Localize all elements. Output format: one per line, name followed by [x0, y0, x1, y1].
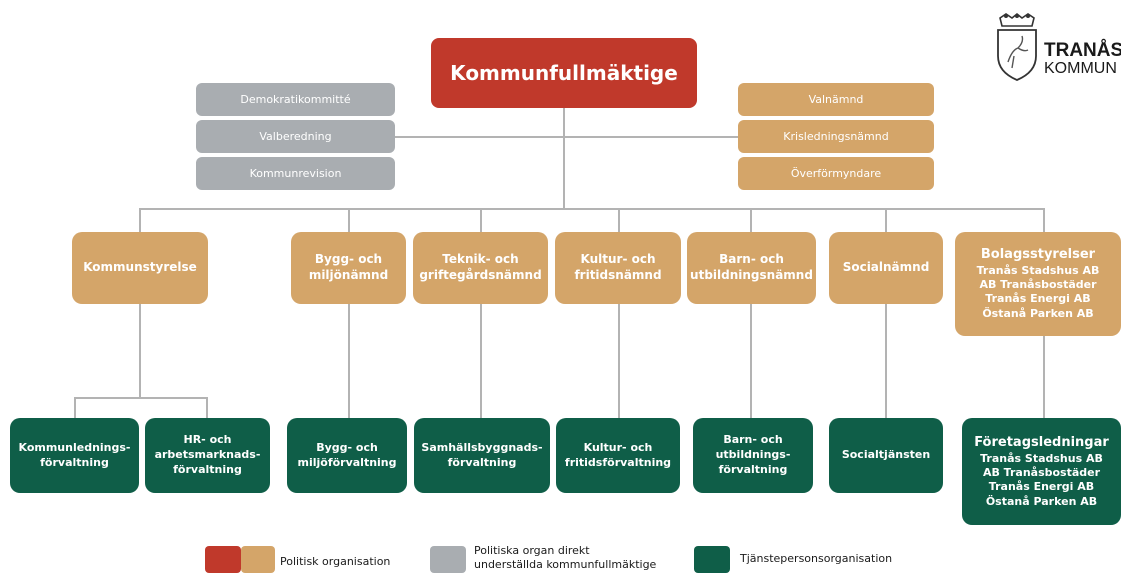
connector-drop-social: [885, 208, 887, 232]
connector-side-bar: [395, 136, 738, 138]
legend-swatch-political: [241, 546, 275, 573]
connector-drop-bygg: [348, 208, 350, 232]
legend-label-political: Politisk organisation: [280, 555, 391, 568]
foretag-item: AB Tranåsbostäder: [982, 465, 1101, 479]
legend-swatch-council: [205, 546, 241, 573]
samhallsbyggnadsforvaltning-box[interactable]: Samhällsbyggnads- förvaltning: [414, 418, 550, 493]
connector-social-down: [885, 304, 887, 418]
connector-drop-bolag: [1043, 208, 1045, 232]
logo-text-line1: TRANÅS: [1044, 40, 1121, 61]
hr-arbetsmarknadsforvaltning-box[interactable]: HR- och arbetsmarknads- förvaltning: [145, 418, 270, 493]
connector-teknik-down: [480, 304, 482, 418]
legend-swatch-staff: [694, 546, 730, 573]
foretag-item: Östanå Parken AB: [985, 494, 1098, 508]
connector-kultur-down: [618, 304, 620, 418]
bolag-item: Östanå Parken AB: [982, 306, 1094, 320]
connector-bygg-down: [348, 304, 350, 418]
legend-label-staff: Tjänstepersonsorganisation: [740, 552, 893, 565]
socialnamnd-box[interactable]: Socialnämnd: [829, 232, 943, 304]
bolag-item: Tranås Energi AB: [985, 292, 1091, 306]
connector-drop-kommunstyrelse: [139, 208, 141, 232]
connector-bolag-down: [1043, 336, 1045, 418]
foretag-item: Tranås Stadshus AB: [980, 451, 1103, 465]
bolagsstyrelser-title: Bolagsstyrelser: [980, 246, 1096, 262]
kommunstyrelse-box[interactable]: Kommunstyrelse: [72, 232, 208, 304]
connector-ks-right: [206, 397, 208, 419]
teknik-griftegardsnamnd-box[interactable]: Teknik- och griftegårdsnämnd: [413, 232, 548, 304]
coat-of-arms-icon: [997, 12, 1037, 81]
connector-ks-split: [74, 397, 208, 399]
kultur-fritidsforvaltning-box[interactable]: Kultur- och fritidsförvaltning: [556, 418, 680, 493]
krisledningsnamnd-box[interactable]: Krisledningsnämnd: [738, 120, 934, 153]
connector-ks-left: [74, 397, 76, 419]
kommunledningsforvaltning-box[interactable]: Kommunlednings- förvaltning: [10, 418, 139, 493]
bolag-item: Tranås Stadshus AB: [976, 263, 1100, 277]
overformyndare-box[interactable]: Överförmyndare: [738, 157, 934, 190]
barn-utbildningsnamnd-box[interactable]: Barn- och utbildningsnämnd: [687, 232, 816, 304]
connector-drop-teknik: [480, 208, 482, 232]
connector-council-trunk: [563, 108, 565, 208]
foretagsledningar-title: Företagsledningar: [974, 435, 1109, 451]
legend-label-direct: Politiska organ direkt underställda komm…: [474, 544, 657, 571]
bygg-miljonamnd-box[interactable]: Bygg- och miljönämnd: [291, 232, 406, 304]
socialtjansten-box[interactable]: Socialtjänsten: [829, 418, 943, 493]
foretagsledningar-box[interactable]: Företagsledningar Tranås Stadshus AB AB …: [962, 418, 1121, 525]
connector-ks-down: [139, 304, 141, 398]
valberedning-box[interactable]: Valberedning: [196, 120, 395, 153]
barn-utbildningsforvaltning-box[interactable]: Barn- och utbildnings- förvaltning: [693, 418, 813, 493]
connector-barn-down: [750, 304, 752, 418]
bolagsstyrelser-box[interactable]: Bolagsstyrelser Tranås Stadshus AB AB Tr…: [955, 232, 1121, 336]
council-box[interactable]: Kommunfullmäktige: [431, 38, 697, 108]
connector-board-bar: [139, 208, 1045, 210]
demokratikommitte-box[interactable]: Demokratikommitté: [196, 83, 395, 116]
tranas-kommun-logo: TRANÅS KOMMUN: [992, 8, 1121, 88]
logo-text-line2: KOMMUN: [1044, 60, 1117, 77]
valnamnd-box[interactable]: Valnämnd: [738, 83, 934, 116]
connector-drop-barn: [750, 208, 752, 232]
kultur-fritidsnamnd-box[interactable]: Kultur- och fritidsnämnd: [555, 232, 681, 304]
bolag-item: AB Tranåsbostäder: [979, 278, 1097, 292]
foretag-item: Tranås Energi AB: [988, 480, 1095, 494]
bygg-miljoforvaltning-box[interactable]: Bygg- och miljöförvaltning: [287, 418, 407, 493]
kommunrevision-box[interactable]: Kommunrevision: [196, 157, 395, 190]
legend-swatch-direct: [430, 546, 466, 573]
connector-drop-kultur: [618, 208, 620, 232]
